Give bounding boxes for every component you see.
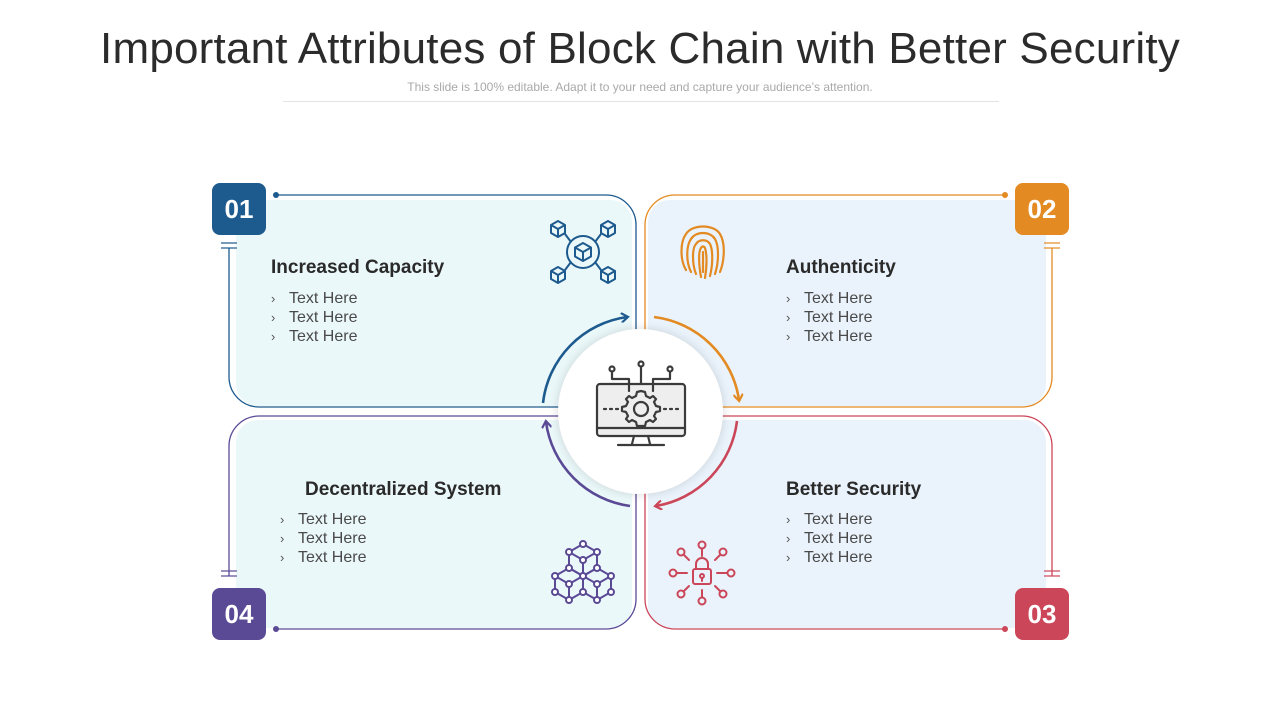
hexagon-network-icon bbox=[551, 540, 615, 606]
chevron-right-icon: › bbox=[280, 531, 285, 546]
chevron-right-icon: › bbox=[786, 550, 791, 565]
heading-increased-capacity: Increased Capacity bbox=[271, 257, 445, 278]
bullet-item: ›Text Here bbox=[786, 549, 873, 566]
badge-04: 04 bbox=[212, 588, 266, 640]
blockchain-network-icon bbox=[548, 218, 618, 286]
bullet-item: ›Text Here bbox=[271, 309, 358, 326]
chevron-right-icon: › bbox=[786, 531, 791, 546]
padlock-network-icon bbox=[668, 540, 736, 606]
chevron-right-icon: › bbox=[280, 512, 285, 527]
chevron-right-icon: › bbox=[271, 291, 276, 306]
bullet-list-increased-capacity: ›Text Here ›Text Here ›Text Here bbox=[271, 289, 357, 346]
badge-02: 02 bbox=[1015, 183, 1069, 235]
bullet-list-decentralized-system: ›Text Here ›Text Here ›Text Here bbox=[280, 510, 366, 567]
chevron-right-icon: › bbox=[786, 310, 791, 325]
bullet-item: ›Text Here bbox=[280, 511, 367, 528]
computer-gear-icon bbox=[595, 360, 687, 451]
heading-decentralized-system: Decentralized System bbox=[305, 479, 502, 500]
badge-03: 03 bbox=[1015, 588, 1069, 640]
bullet-list-better-security: ›Text Here ›Text Here ›Text Here bbox=[786, 510, 872, 567]
bullet-item: ›Text Here bbox=[786, 328, 873, 345]
subtitle-divider bbox=[283, 101, 999, 102]
bullet-item: ›Text Here bbox=[271, 290, 358, 307]
fingerprint-icon bbox=[678, 220, 728, 284]
bullet-item: ›Text Here bbox=[786, 511, 873, 528]
slide-title: Important Attributes of Block Chain with… bbox=[100, 24, 1180, 73]
bullet-item: ›Text Here bbox=[786, 309, 873, 326]
bullet-list-authenticity: ›Text Here ›Text Here ›Text Here bbox=[786, 289, 872, 346]
slide-subtitle: This slide is 100% editable. Adapt it to… bbox=[407, 80, 873, 94]
bullet-item: ›Text Here bbox=[786, 530, 873, 547]
chevron-right-icon: › bbox=[786, 329, 791, 344]
chevron-right-icon: › bbox=[786, 291, 791, 306]
bullet-item: ›Text Here bbox=[786, 290, 873, 307]
badge-01: 01 bbox=[212, 183, 266, 235]
heading-better-security: Better Security bbox=[786, 479, 922, 500]
chevron-right-icon: › bbox=[280, 550, 285, 565]
chevron-right-icon: › bbox=[271, 329, 276, 344]
chevron-right-icon: › bbox=[786, 512, 791, 527]
chevron-right-icon: › bbox=[271, 310, 276, 325]
bullet-item: ›Text Here bbox=[280, 549, 367, 566]
bullet-item: ›Text Here bbox=[271, 328, 358, 345]
bullet-item: ›Text Here bbox=[280, 530, 367, 547]
heading-authenticity: Authenticity bbox=[786, 257, 896, 278]
